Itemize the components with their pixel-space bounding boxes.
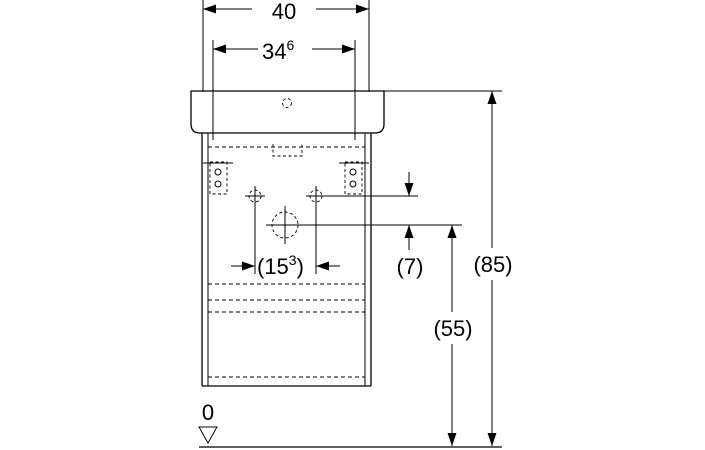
overall-width-dimension: 40 xyxy=(202,0,370,92)
drain-height-label: (55) xyxy=(433,316,472,341)
floor-level-label: 0 xyxy=(202,400,214,425)
inner-width-label: 346 xyxy=(262,37,294,64)
wall-bracket-left xyxy=(203,161,233,195)
inner-width-dimension: 346 xyxy=(212,37,356,140)
supply-spacing-label: (153) xyxy=(257,252,304,279)
wall-bracket-right xyxy=(339,161,369,195)
tap-hole-icon xyxy=(282,98,292,108)
drain-height-dimension: (55) xyxy=(433,225,473,446)
total-height-dimension: (85) xyxy=(384,90,513,446)
overall-width-label: 40 xyxy=(272,0,296,24)
washbasin xyxy=(190,90,385,157)
total-height-label: (85) xyxy=(473,252,512,277)
supply-point-left xyxy=(245,186,265,206)
supply-spacing-dimension: (153) xyxy=(231,206,340,279)
offset-label: (7) xyxy=(397,254,424,279)
drain-point xyxy=(266,206,462,244)
floor-level: 0 xyxy=(198,400,502,448)
basin-outlet-hidden xyxy=(272,144,303,157)
vanity-cabinet xyxy=(201,133,372,387)
level-marker-icon xyxy=(198,426,218,445)
offset-dimension: (7) xyxy=(397,172,424,279)
supply-point-right xyxy=(306,186,418,274)
